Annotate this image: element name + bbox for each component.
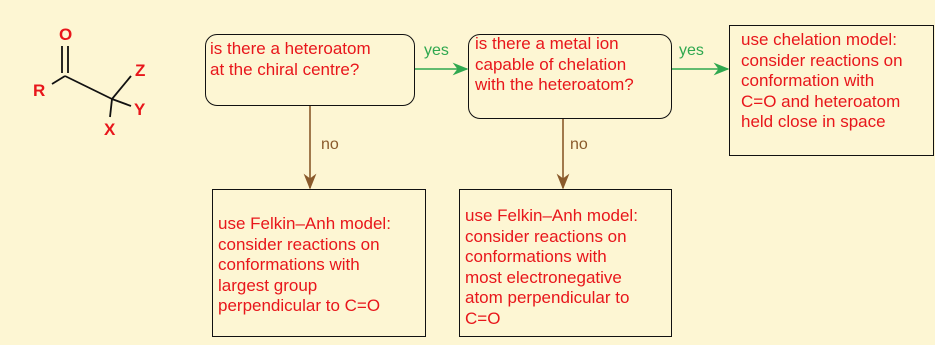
atom-z: Z — [135, 61, 145, 80]
c-c-bond — [64, 75, 113, 100]
node-felkin-anh-electronegative-text: use Felkin–Anh model: consider reactions… — [465, 206, 638, 328]
node-metal-ion-question-text: is there a metal ion capable of chelatio… — [475, 34, 634, 94]
z-bond — [111, 75, 132, 100]
node-felkin-anh-largest-text: use Felkin–Anh model: consider reactions… — [218, 214, 391, 315]
atom-r: R — [33, 81, 45, 100]
edge-label-no-1: no — [321, 136, 339, 153]
atom-y: Y — [134, 100, 146, 119]
node-chelation-model-text: use chelation model: consider reactions … — [741, 30, 903, 131]
node-felkin-anh-electronegative — [459, 189, 672, 337]
node-felkin-anh-largest — [212, 189, 426, 337]
node-chelation-model — [729, 25, 934, 156]
edge-label-yes-1: yes — [424, 42, 449, 59]
edge-label-no-2: no — [570, 136, 588, 153]
r-bond — [51, 75, 66, 85]
node-heteroatom-question — [205, 34, 415, 106]
atom-x: X — [104, 120, 116, 139]
x-bond — [109, 98, 113, 118]
edge-label-yes-2: yes — [679, 42, 704, 59]
atom-oxygen: O — [59, 25, 72, 44]
node-heteroatom-question-text: is there a heteroatom at the chiral cent… — [210, 39, 371, 79]
y-bond — [111, 98, 132, 107]
node-metal-ion-question — [468, 34, 672, 119]
